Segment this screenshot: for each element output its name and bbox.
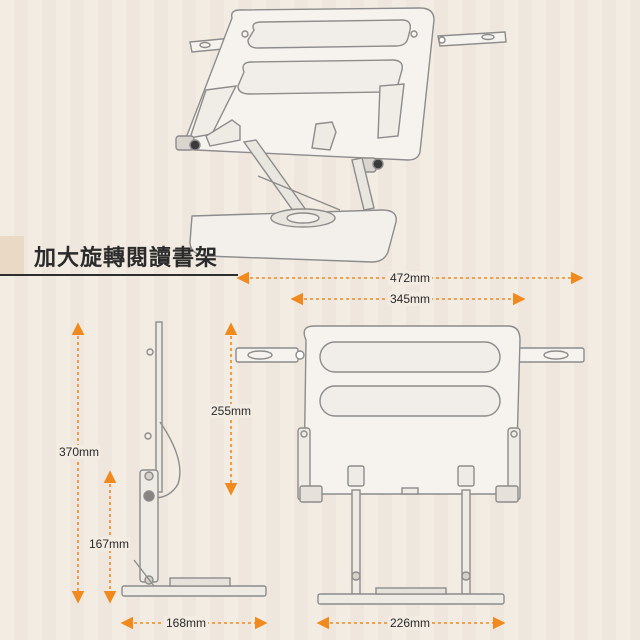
front-slot-bottom [319, 385, 501, 417]
page-title: 加大旋轉閱讀書架 [34, 246, 219, 271]
dim-label-370: 370mm [58, 445, 101, 459]
base-plate [189, 209, 397, 263]
dim-label-345: 345mm [388, 292, 433, 306]
title-bar: 加大旋轉閱讀書架 [0, 236, 232, 276]
side-base [121, 585, 267, 597]
side-column [139, 469, 159, 583]
front-base [317, 593, 505, 605]
title-accent [0, 236, 24, 276]
hinge-knob-left [175, 135, 201, 151]
dim-label-255: 255mm [210, 404, 253, 418]
dim-label-472: 472mm [388, 271, 433, 285]
cable [153, 421, 181, 499]
front-arm-left [235, 347, 305, 363]
dim-label-167: 167mm [88, 537, 131, 551]
plate-slot-top [247, 19, 412, 49]
perspective-view [175, 7, 507, 263]
plate-slot-bottom [237, 59, 403, 95]
side-panel [155, 321, 163, 493]
side-view [121, 321, 267, 597]
dim-label-168: 168mm [164, 616, 209, 630]
extension-arm-right [437, 31, 507, 47]
dim-label-226: 226mm [388, 616, 433, 630]
front-slot-top [319, 341, 501, 373]
front-view [235, 325, 585, 605]
title-underline [0, 274, 238, 276]
